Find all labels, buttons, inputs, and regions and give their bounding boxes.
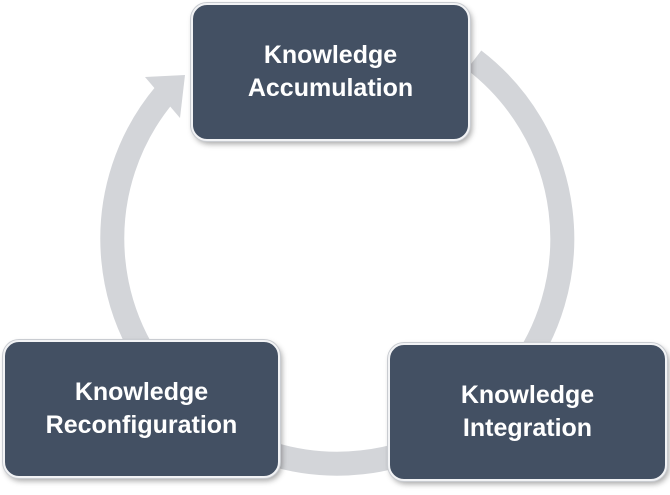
node-knowledge-reconfiguration: Knowledge Reconfiguration (3, 340, 280, 478)
cycle-arc (100, 50, 575, 476)
node-label: Knowledge Integration (460, 381, 595, 442)
cycle-arrowhead-icon (145, 75, 185, 118)
node-label: Knowledge Accumulation (247, 41, 414, 102)
node-label: Knowledge Reconfiguration (45, 378, 238, 439)
node-knowledge-integration: Knowledge Integration (388, 343, 667, 481)
node-knowledge-accumulation: Knowledge Accumulation (191, 3, 470, 141)
